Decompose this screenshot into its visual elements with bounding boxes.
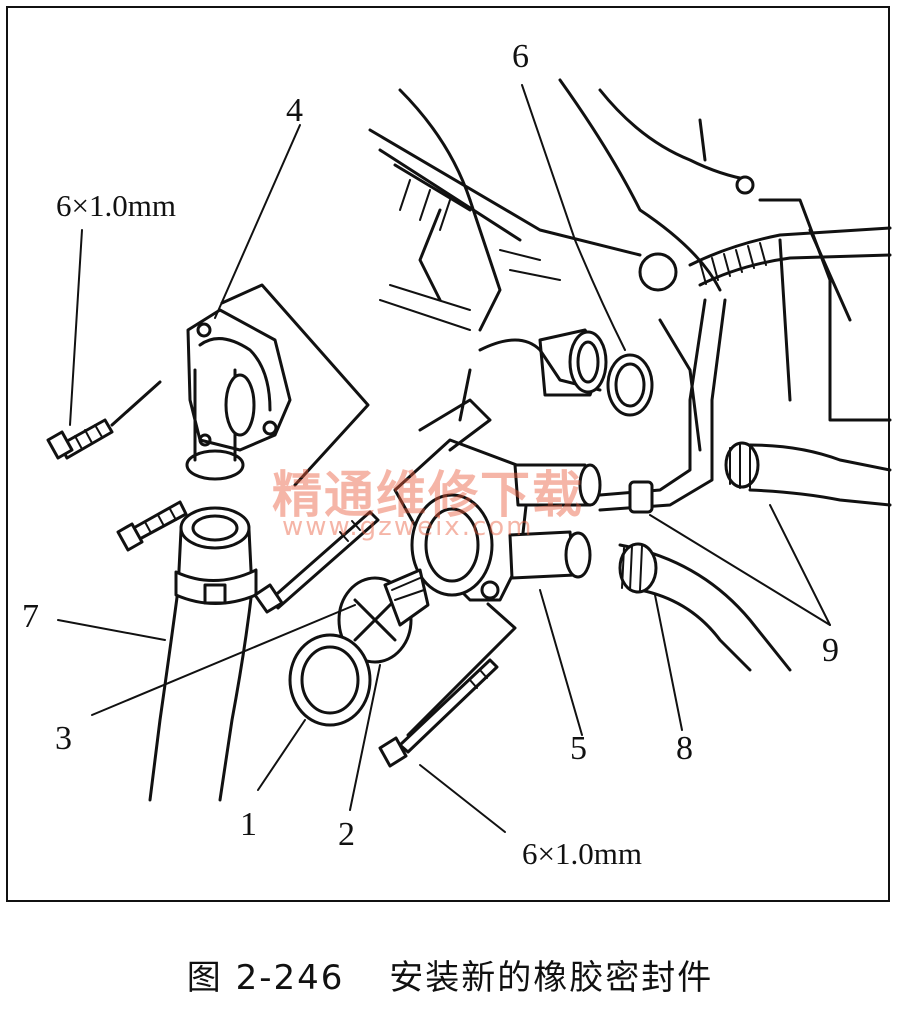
bolt-spec-bottom: 6×1.0mm: [522, 836, 642, 871]
part-8-hose: [618, 542, 792, 672]
callout-2: 2: [338, 816, 355, 853]
watermark-text: 精通维修下载: [272, 466, 584, 524]
bolt-middle-left: [116, 500, 188, 552]
callout-7: 7: [22, 598, 39, 635]
figure-frame: [6, 6, 890, 902]
caption-number: 图 2-246: [186, 958, 345, 998]
part-2-thermostat: [337, 568, 430, 664]
callout-8: 8: [676, 730, 693, 767]
part-5-thermostat-housing: [393, 398, 602, 737]
part-4-outlet-housing: [185, 283, 370, 487]
metal-pipe: [598, 298, 727, 514]
part-9-hose: [724, 441, 892, 507]
caption-title: 安装新的橡胶密封件: [389, 958, 714, 998]
bolt-lower: [378, 658, 499, 768]
callout-5: 5: [570, 730, 587, 767]
leader-lines: [57, 84, 831, 833]
watermark-url: www.gzweix.com: [282, 512, 534, 542]
part-1-rubber-seal: [288, 633, 372, 727]
upper-hose: [638, 175, 892, 292]
callout-6: 6: [512, 38, 529, 75]
callout-4: 4: [286, 92, 303, 129]
bolt-upper-left: [46, 380, 162, 460]
bolt-spec-top: 6×1.0mm: [56, 188, 176, 223]
cooling-system-diagram: [46, 78, 892, 833]
callout-3: 3: [55, 720, 72, 757]
callout-1: 1: [240, 806, 257, 843]
long-bolt-center: [253, 510, 380, 614]
figure-caption: 图 2-246 安装新的橡胶密封件: [0, 950, 900, 999]
callout-9: 9: [822, 632, 839, 669]
part-6-seal-ring: [538, 328, 654, 417]
engine-block: [368, 78, 892, 452]
